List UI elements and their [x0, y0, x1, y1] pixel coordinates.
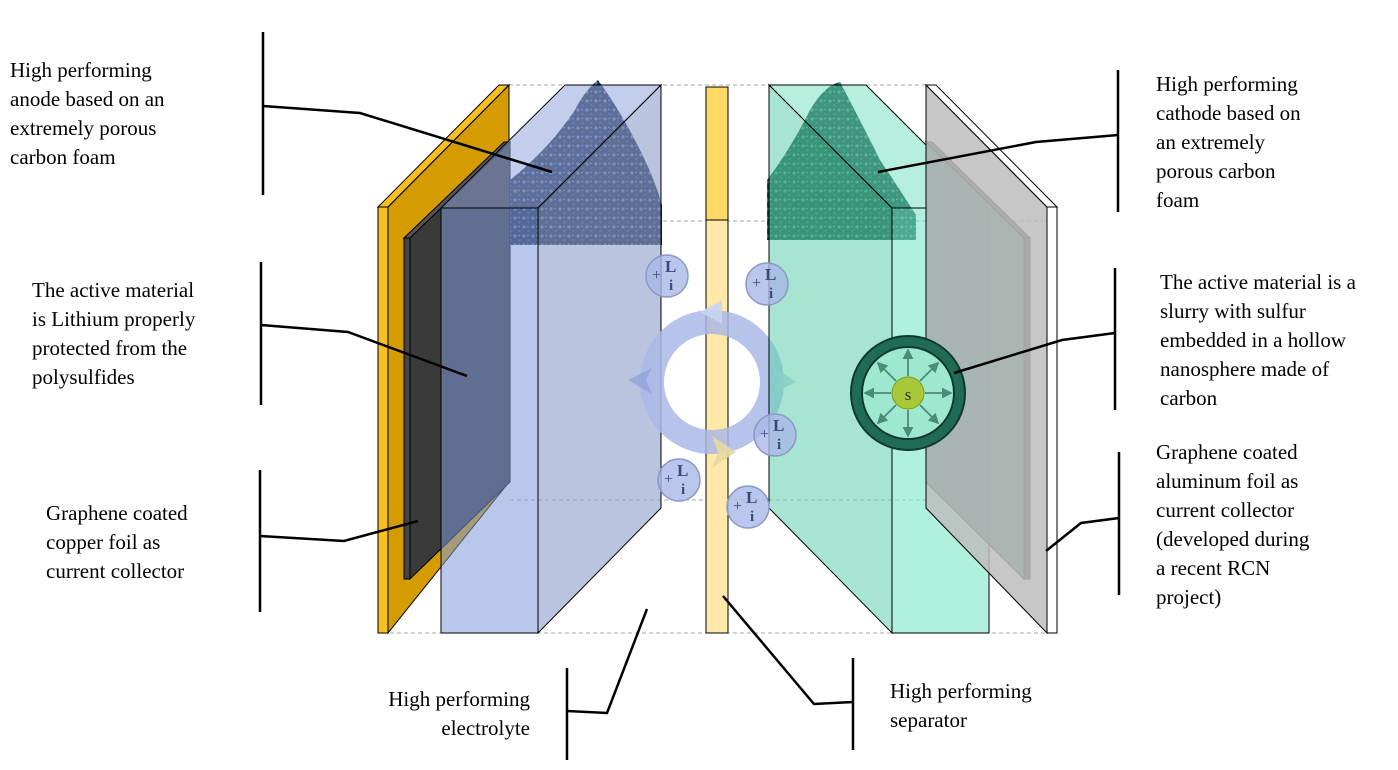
anode-leader — [262, 104, 553, 174]
separator-label: High performing separator — [890, 679, 1032, 732]
ion-element: L — [765, 265, 776, 284]
ion-subscript: i — [669, 278, 673, 294]
copper-leader — [259, 519, 419, 543]
anode-block — [439, 83, 663, 635]
sulfur-symbol: s — [905, 385, 912, 404]
ion-subscript: i — [750, 509, 754, 525]
sulfur-label: The active material is a slurry with sul… — [1160, 270, 1356, 410]
cathode-label: High performing cathode based on an extr… — [1156, 72, 1301, 212]
ion-charge: + — [664, 471, 673, 488]
ion-element: L — [677, 461, 688, 480]
ion-charge: + — [652, 267, 661, 284]
ion-element: L — [665, 257, 676, 276]
ion-element: L — [746, 488, 757, 507]
ion-element: L — [773, 416, 784, 435]
lithium-label: The active material is Lithium properly … — [32, 278, 196, 389]
lithium-ion: + L i — [753, 413, 797, 457]
lithium-ion: + L i — [745, 262, 789, 306]
ion-charge: + — [752, 275, 761, 292]
ion-charge: + — [760, 426, 769, 443]
aluminum-foil — [924, 83, 1059, 635]
lithium-ion: + L i — [645, 254, 689, 298]
lithium-ion: + L i — [657, 458, 701, 502]
ion-subscript: i — [681, 482, 685, 498]
lithium-ion: + L i — [726, 485, 770, 529]
callout-lines — [258, 32, 1121, 760]
sulfur-nanosphere: s — [850, 335, 966, 451]
lithium-leader — [260, 323, 468, 378]
aluminum-leader — [1045, 516, 1120, 552]
separator-leader — [722, 595, 854, 706]
cathode-leader — [877, 133, 1119, 174]
anode-label: High performing anode based on an extrem… — [10, 58, 165, 169]
aluminum-foil-label: Graphene coated aluminum foil as current… — [1156, 440, 1310, 609]
copper-foil-label: Graphene coated copper foil as current c… — [46, 501, 188, 583]
ion-charge: + — [733, 498, 742, 515]
electrolyte-label: High performing electrolyte — [388, 687, 530, 740]
ion-subscript: i — [777, 437, 781, 453]
sulfur-leader — [953, 331, 1116, 375]
ion-subscript: i — [769, 286, 773, 302]
separator-sheet — [705, 86, 729, 634]
electrolyte-leader — [566, 608, 649, 715]
